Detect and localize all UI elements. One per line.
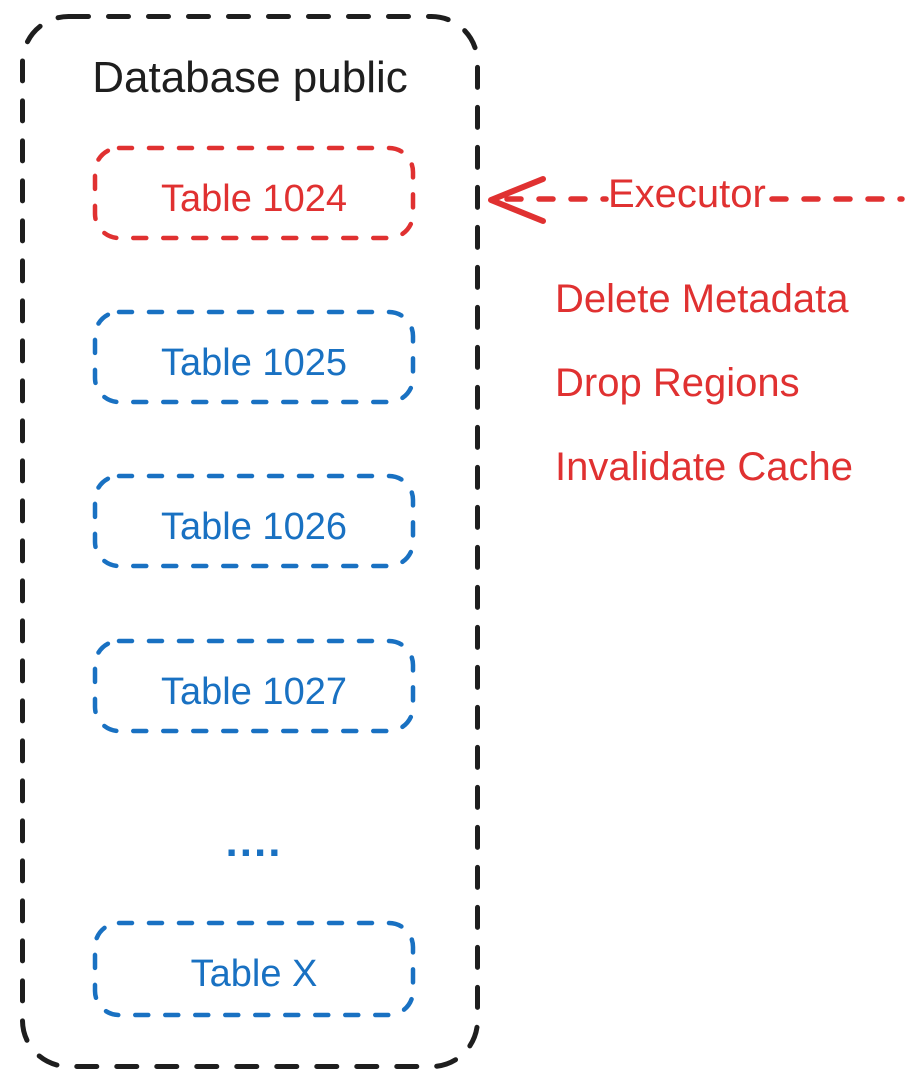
table-label-x: Table X bbox=[190, 953, 318, 995]
executor-label: Executor bbox=[608, 172, 766, 216]
table-label-1026: Table 1026 bbox=[161, 506, 347, 548]
executor-arrow-head-icon bbox=[488, 176, 546, 224]
table-label-1024: Table 1024 bbox=[161, 178, 347, 220]
tables-ellipsis: .... bbox=[225, 817, 283, 866]
action-delete-metadata: Delete Metadata bbox=[555, 277, 849, 321]
table-label-1025: Table 1025 bbox=[161, 342, 347, 384]
action-drop-regions: Drop Regions bbox=[555, 361, 800, 405]
table-label-1027: Table 1027 bbox=[161, 671, 347, 713]
database-title: Database public bbox=[92, 53, 408, 102]
action-invalidate-cache: Invalidate Cache bbox=[555, 445, 853, 489]
